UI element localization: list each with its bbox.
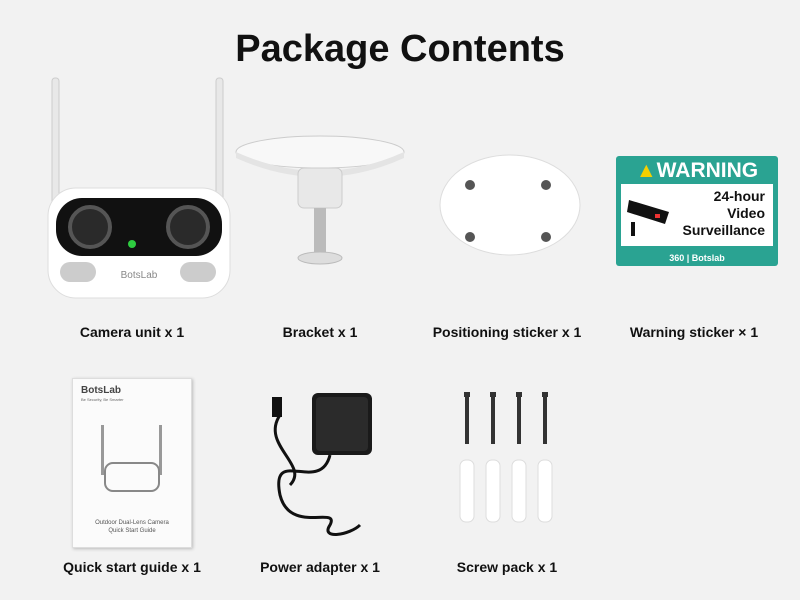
guide-camera-drawing	[101, 425, 162, 492]
caption-power-adapter: Power adapter x 1	[260, 559, 380, 575]
camera-brand-logo: BotsLab	[121, 270, 158, 281]
cctv-camera-icon	[627, 200, 669, 236]
warning-line2: Video	[727, 205, 765, 221]
caption-camera-unit: Camera unit x 1	[79, 324, 185, 340]
guide-tagline: Be Security, Be Smarter	[81, 397, 124, 402]
guide-subtitle: Quick Start Guide	[108, 528, 156, 534]
caption-positioning-sticker: Positioning sticker x 1	[432, 324, 582, 340]
warning-line1: 24-hour	[713, 188, 765, 204]
caption-screw-pack: Screw pack x 1	[456, 559, 558, 575]
camera-unit-image: BotsLab	[47, 77, 231, 299]
warning-footer-logos: 360 | Botslab	[669, 253, 725, 263]
quick-start-guide-image: BotsLab Be Security, Be Smarter Outdoor …	[72, 378, 192, 548]
warning-line3: Surveillance	[682, 222, 766, 238]
caption-quick-start-guide: Quick start guide x 1	[63, 559, 201, 575]
warning-triangle-icon: ▲	[635, 159, 657, 182]
positioning-sticker-image	[439, 154, 581, 256]
page-title: Package Contents	[235, 28, 565, 70]
screw-pack-image	[459, 392, 553, 523]
caption-bracket: Bracket x 1	[282, 324, 358, 340]
bracket-image	[235, 135, 405, 265]
caption-warning-sticker: Warning sticker × 1	[629, 324, 759, 340]
guide-brand: BotsLab	[81, 385, 121, 396]
power-adapter-image	[272, 393, 372, 536]
guide-title: Outdoor Dual-Lens Camera	[95, 520, 169, 526]
warning-heading: WARNING	[656, 159, 759, 182]
